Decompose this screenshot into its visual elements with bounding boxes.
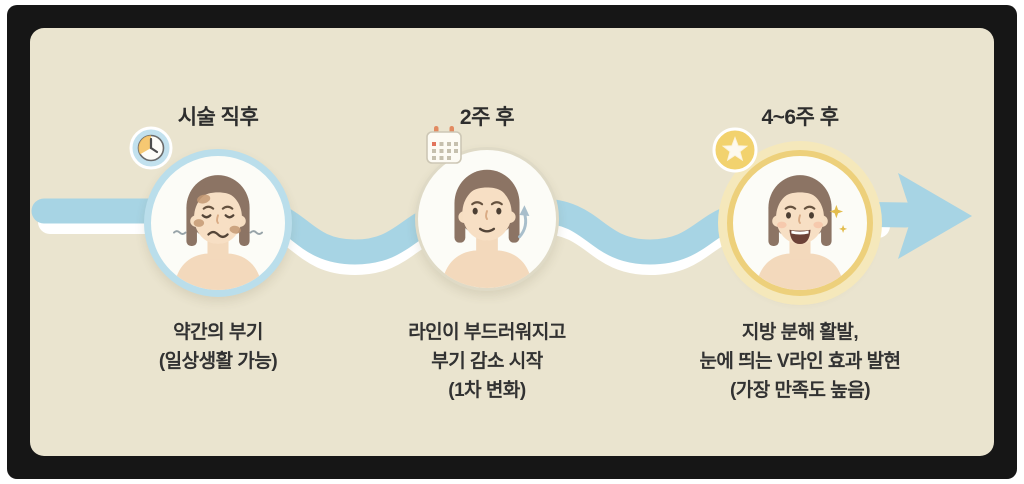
face-illustration-swollen — [173, 175, 263, 290]
stage-1-title: 시술 직후 — [177, 106, 259, 129]
face-illustration-happy — [755, 175, 848, 290]
face-illustration-improving — [441, 169, 533, 288]
caption-line: (가장 만족도 높음) — [729, 380, 871, 401]
stage-1-caption: 약간의 부기 (일상생활 가능) — [68, 318, 368, 376]
caption-line: 약간의 부기 — [173, 322, 263, 343]
caption-line: (일상생활 가능) — [158, 351, 278, 372]
caption-line: 눈에 띄는 V라인 효과 발현 — [699, 351, 901, 372]
caption-line: 라인이 부드러워지고 — [408, 322, 566, 343]
caption-line: 지방 분해 활발, — [741, 322, 859, 343]
stage-2-circle — [415, 147, 559, 291]
caption-line: (1차 변화) — [448, 380, 526, 401]
stage-2-title: 2주 후 — [459, 106, 515, 129]
caption-line: 부기 감소 시작 — [431, 351, 543, 372]
star-icon — [711, 126, 759, 179]
stage-3-title: 4~6주 후 — [761, 106, 839, 129]
arrowhead — [898, 173, 972, 259]
stage-3-caption: 지방 분해 활발, 눈에 띄는 V라인 효과 발현 (가장 만족도 높음) — [650, 318, 950, 405]
calendar-icon — [421, 123, 467, 174]
stage-1-circle — [144, 149, 292, 297]
stage-2-caption: 라인이 부드러워지고 부기 감소 시작 (1차 변화) — [337, 318, 637, 405]
stage-3-circle — [727, 150, 873, 296]
clock-icon — [128, 125, 174, 176]
